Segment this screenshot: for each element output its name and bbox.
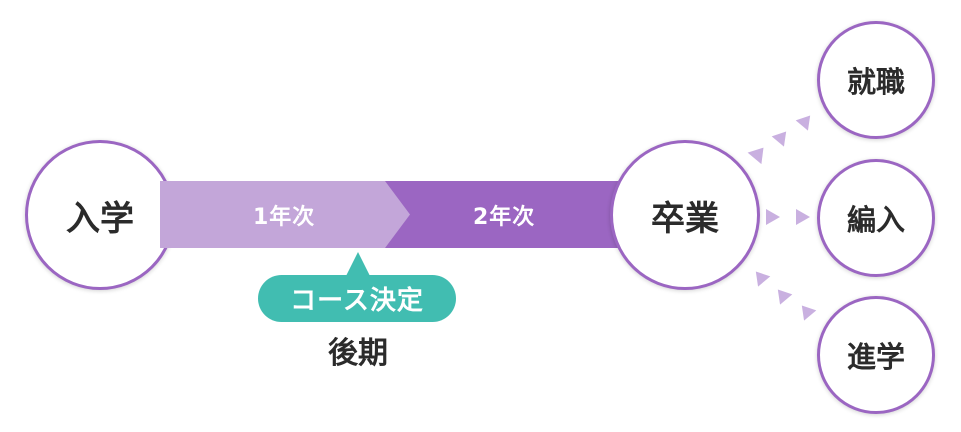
- outcome-employment-label: 就職: [846, 65, 905, 99]
- arrowhead-up-right-1: [747, 141, 771, 165]
- outcome-employment-circle: 就職: [817, 21, 935, 139]
- enrollment-label: 入学: [66, 198, 134, 239]
- outcome-further-study-label: 進学: [846, 340, 905, 374]
- outcome-further-study-circle: 進学: [817, 296, 935, 414]
- year1-arrow: 1年次: [160, 181, 410, 248]
- arrowhead-right-2: [796, 209, 810, 225]
- course-decision-badge: コース決定: [258, 275, 456, 322]
- milestone-timing: 後期: [328, 336, 388, 371]
- year2-arrow: 2年次: [385, 181, 640, 248]
- graduation-circle: 卒業: [610, 140, 760, 290]
- arrowhead-right-1: [766, 209, 780, 225]
- graduation-label: 卒業: [651, 198, 719, 239]
- arrowhead-down-right-3: [795, 300, 817, 321]
- outcome-transfer-label: 編入: [846, 203, 905, 237]
- year1-label: 1年次: [253, 204, 316, 230]
- arrowhead-down-right-1: [749, 266, 771, 287]
- arrowhead-up-right-2: [771, 126, 793, 147]
- course-decision-label: コース決定: [290, 286, 424, 316]
- arrowhead-up-right-3: [795, 110, 817, 131]
- year2-label: 2年次: [473, 204, 536, 230]
- arrowhead-down-right-2: [771, 284, 793, 305]
- outcome-transfer-circle: 編入: [817, 159, 935, 277]
- enrollment-circle: 入学: [25, 140, 175, 290]
